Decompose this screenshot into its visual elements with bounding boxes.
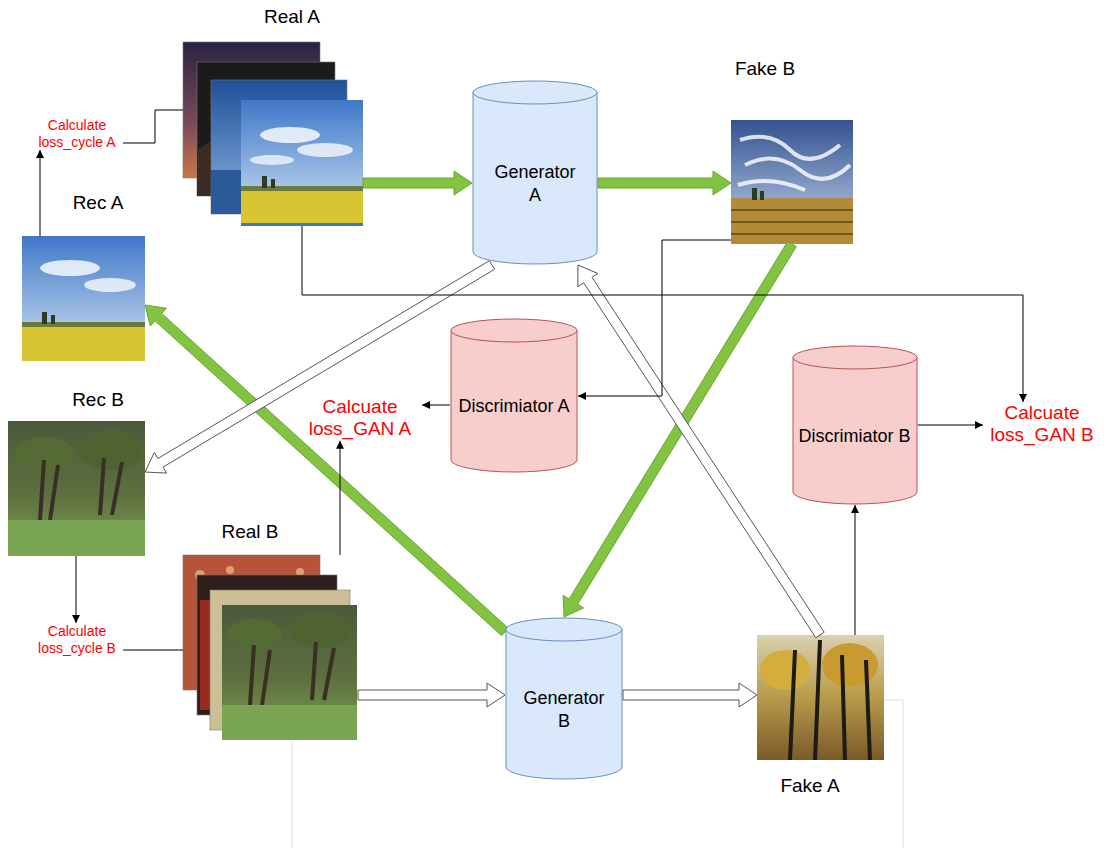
image-node: Real B [183,555,358,741]
cylinder-node: Generator B [505,617,623,780]
loss-label: Calculate loss_cycle B [31,623,123,656]
loss-label: Calculate loss_cycle A [31,117,123,150]
real-a-images [183,42,363,226]
loss-connector [76,556,77,623]
loss-connector [578,240,731,396]
fake-b-image [731,120,853,244]
image-heading: Rec B [72,389,124,411]
green-flow-arrow [598,171,731,195]
image-heading: Real B [221,521,278,543]
real-b-images [183,555,357,740]
cylinder-label: Discrimiator B [799,425,911,448]
cylinder-top [451,319,577,342]
image-node: Real A [183,42,363,226]
cylinder-node: Discrimiator B [792,345,918,505]
rec-a-image [22,236,145,361]
loss-connector [123,650,183,651]
loss-connector [123,110,183,143]
rec-b-image [8,421,145,556]
green-flow-arrow [363,171,472,195]
white-flow-arrow [578,265,824,638]
loss-connector [918,425,984,426]
image-node: Fake B [731,120,853,244]
cylinder-label: Generator B [518,687,610,732]
image-node: Rec A [22,236,145,361]
cylinder-top [506,618,622,641]
loss-label: Calcuate loss_GAN A [298,396,422,441]
cylinder-shape [792,345,918,505]
loss-connector [40,150,41,236]
cylinder-label: Generator A [489,161,581,206]
cylinder-body [793,357,917,504]
cylinder-body [451,330,577,472]
fake-a-image [757,635,884,760]
image-heading: Real A [264,6,320,28]
loss-node: Calcuate loss_GAN A [298,396,422,441]
image-heading: Rec A [73,192,124,214]
cylinder-node: Discrimiator A [450,318,578,473]
loss-node: Calculate loss_cycle A [31,117,123,150]
loss-node: Calcuate loss_GAN B [983,402,1101,447]
cylinder-shape [450,318,578,473]
image-node: Fake A [757,635,884,760]
loss-connector [422,405,450,406]
white-flow-arrow [623,683,757,707]
white-flow-arrow [358,683,505,707]
loss-connector [340,441,341,555]
loss-label: Calcuate loss_GAN B [983,402,1101,447]
loss-node: Calculate loss_cycle B [31,623,123,656]
white-flow-arrow [145,261,495,473]
image-node: Rec B [8,421,145,556]
cylinder-label: Discrimiator A [458,395,569,418]
cylinder-node: Generator A [472,80,598,265]
cylinder-body [473,92,597,264]
image-heading: Fake A [780,775,839,797]
image-heading: Fake B [735,58,795,80]
loss-connector [855,505,856,635]
cylinder-body [506,629,622,779]
cylinder-top [473,81,597,104]
cylinder-top [793,346,917,369]
